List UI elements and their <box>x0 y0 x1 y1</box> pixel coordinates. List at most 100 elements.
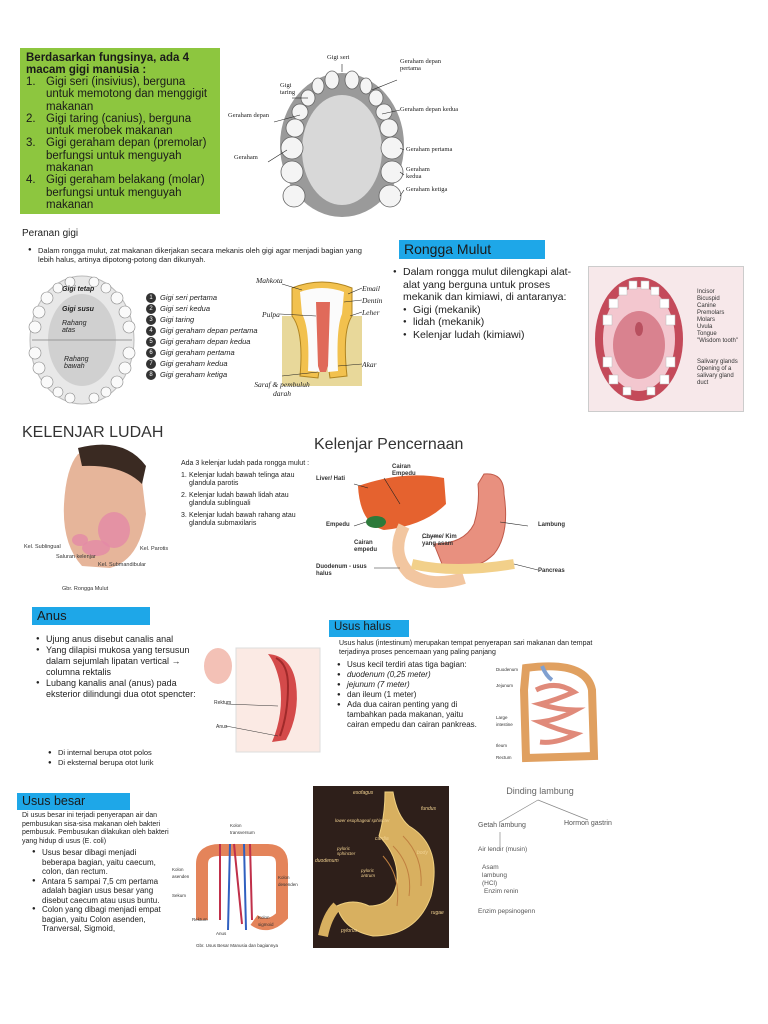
dinding-lambung-title: Dinding lambung <box>506 786 574 796</box>
list-item: Colon yang dibagi menjadi empat bagian, … <box>32 905 172 934</box>
upper-jaw-illustration <box>267 64 405 217</box>
list-item: Lubang kanalis anal (anus) pada eksterio… <box>36 678 198 700</box>
tooth-arch-figure: Gigi tetap Gigi susu Rahang atas Rahang … <box>22 270 142 410</box>
label-geraham-kedua: Geraham kedua <box>406 166 430 180</box>
digestive-glands-illustration <box>353 473 539 589</box>
label-kolon-asenden: Kolon asenden <box>172 867 190 879</box>
list-item: 2.Kelenjar ludah bawah lidah atau glandu… <box>181 491 289 508</box>
list-item: Dalam rongga mulut, zat makanan dikerjak… <box>28 246 378 264</box>
teeth-types-title: Berdasarkan fungsinya, ada 4 macam gigi … <box>26 52 189 76</box>
list-item: Kelenjar ludah (kimiawi) <box>403 329 585 342</box>
label-rektum: Rektum <box>214 700 232 706</box>
rongga-mulut-list: Dalam rongga mulut dilengkapi alat-alat … <box>393 266 585 341</box>
label-geraham-depan-kedua: Geraham depan kedua <box>400 106 459 113</box>
list-item: jejunum (7 meter) <box>337 680 477 690</box>
mouth-illustration <box>595 277 683 401</box>
label-anus-besar: Anus <box>216 931 227 936</box>
face-caption: Gbr. Rongga Mulut <box>62 586 109 592</box>
large-intestine-figure: Kolon transversum Kolon asenden Kolon de… <box>172 820 302 950</box>
dinding-lambung-connectors <box>499 799 589 846</box>
stomach-figure: esofagus fundus lower esophageal sphinct… <box>313 786 449 948</box>
dinding-item: Asam lambung (HCl) <box>482 864 507 887</box>
list-item: Di internal berupa otot polos <box>48 748 198 758</box>
large-intestine-illustration <box>196 843 288 931</box>
label-gigi-tetap: Gigi tetap <box>62 286 95 293</box>
upper-jaw-figure: Gigi seri Gigi taring Geraham depan Gera… <box>228 50 472 220</box>
label-leher: Leher <box>362 308 380 317</box>
label-dentin: Dentin <box>362 296 383 305</box>
label-kolon-desenden: Kolon desenden <box>278 875 298 887</box>
list-item: Usus besar dibagi menjadi beberapa bagia… <box>32 848 172 877</box>
anus-list: Ujung anus disebut canalis anal Yang dil… <box>36 634 198 700</box>
label-rugae: rugae <box>431 910 444 916</box>
anus-heading: Anus <box>32 607 150 625</box>
list-item: Yang dilapisi mukosa yang tersusun dalam… <box>36 645 198 678</box>
label-geraham-ketiga: Geraham ketiga <box>406 186 448 193</box>
usus-besar-heading: Usus besar <box>17 793 130 810</box>
label-rahang-bawah: Rahang bawah <box>64 356 89 370</box>
label-duodenum-fig: Duodenum <box>496 667 519 672</box>
teeth-types-list: 1.Gigi seri (insivius), berguna untuk me… <box>26 76 214 211</box>
teeth-types-box: Berdasarkan fungsinya, ada 4 macam gigi … <box>20 48 220 214</box>
small-intestine-figure: Duodenum Jejunum Large intestine Ileum R… <box>496 660 608 770</box>
anus-figure: Rektum Anus <box>200 644 322 754</box>
label-saluran-kelenjar: Saluran kelenjar <box>56 554 96 560</box>
label-sekum: Sekum <box>172 893 187 898</box>
getah-lambung-label: Getah lambung <box>478 822 526 829</box>
small-intestine-illustration <box>519 662 599 763</box>
label-rahang-atas: Rahang atas <box>62 320 87 334</box>
label-jejunum-fig: Jejunum <box>496 683 514 688</box>
label-gigi-susu: Gigi susu <box>62 306 94 313</box>
anus-illustration <box>204 647 321 753</box>
label-kel-submandibular: Kel. Submandibular <box>98 562 147 568</box>
label-lambung: Lambung <box>538 522 565 528</box>
list-item: 1.Kelenjar ludah bawah telinga atau glan… <box>181 471 295 488</box>
label-chyme: Chyme/ Kim yang asam <box>422 534 457 547</box>
usus-halus-heading: Usus halus <box>329 620 409 637</box>
label-ileum-fig: Ileum <box>496 743 508 748</box>
label-gigi-seri: Gigi seri <box>327 54 350 61</box>
list-item: lidah (mekanik) <box>403 316 585 329</box>
label-pulpa: Pulpa <box>262 310 280 319</box>
label-esofagus: esofagus <box>353 790 374 796</box>
label-rectum-fig: Rectum <box>496 755 512 760</box>
label-cardia: cardia <box>375 836 389 842</box>
stomach-illustration <box>313 786 449 948</box>
dinding-item: Enzim renin <box>484 888 519 895</box>
large-intestine-caption: Gbr. Usus Besar Manusia dan bagiannya <box>196 943 279 948</box>
list-item: Ujung anus disebut canalis anal <box>36 634 198 645</box>
label-pyloric-antrum: pyloric antrum <box>361 868 376 878</box>
dinding-item: Enzim pepsinogenn <box>478 908 536 915</box>
tooth-section-figure: Mahkota Email Dentin Leher Pulpa Akar Sa… <box>252 276 392 406</box>
label-email: Email <box>362 284 380 293</box>
kelenjar-ludah-heading: KELENJAR LUDAH <box>22 424 164 441</box>
list-item: Gigi (mekanik) <box>403 304 585 317</box>
list-item: Antara 5 sampai 7,5 cm pertama adalah ba… <box>32 877 172 906</box>
label-pyloric-sphincter: pyloric sphincter <box>337 846 356 856</box>
kelenjar-ludah-text: Ada 3 kelenjar ludah pada rongga mulut :… <box>181 460 313 529</box>
label-body: body <box>417 850 428 856</box>
kelenjar-pencernaan-heading: Kelenjar Pencernaan <box>314 436 464 453</box>
list-item: 3.Gigi geraham depan (premolar) berfungs… <box>26 137 207 175</box>
dinding-lambung-diagram: Dinding lambung Getah lambung Hormon gas… <box>460 780 640 940</box>
peranan-list: Dalam rongga mulut, zat makanan dikerjak… <box>28 246 378 264</box>
list-item: 3.Kelenjar ludah bawah rahang atau gland… <box>181 511 296 528</box>
rongga-mulut-heading: Rongga Mulut <box>399 240 545 259</box>
label-geraham-pertama: Geraham pertama <box>406 146 453 153</box>
list-item: Dalam rongga mulut dilengkapi alat-alat … <box>393 266 585 304</box>
usus-besar-intro: Di usus besar ini terjadi penyerapan air… <box>22 812 169 845</box>
usus-halus-list: Usus kecil terdiri atas tiga bagian: duo… <box>337 660 477 730</box>
list-item: 2.Gigi taring (canius), berguna untuk me… <box>26 112 192 138</box>
label-anus: Anus <box>216 724 228 730</box>
label-mahkota: Mahkota <box>256 276 283 285</box>
label-empedu: Empedu <box>326 522 350 528</box>
tooth-arch-illustration <box>28 275 136 405</box>
face-illustration <box>22 444 172 584</box>
